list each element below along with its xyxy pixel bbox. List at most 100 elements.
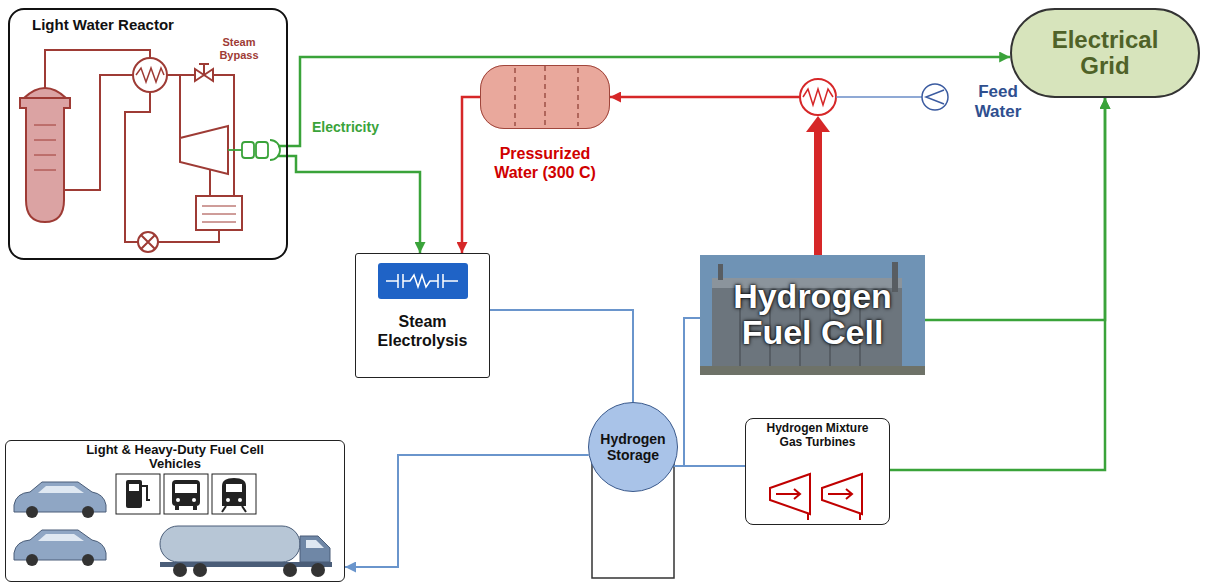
reactor-illustration bbox=[20, 50, 242, 252]
bus-icon bbox=[164, 474, 208, 514]
turbine-icons bbox=[770, 474, 862, 520]
pump-label: Feed Water bbox=[958, 82, 1038, 121]
reactor-illustration bbox=[20, 98, 70, 222]
bus-icon bbox=[175, 484, 197, 493]
turbine-icons bbox=[859, 514, 861, 520]
bus-icon bbox=[193, 506, 197, 510]
electrolysis-icon bbox=[386, 274, 458, 288]
train-icon bbox=[226, 498, 230, 502]
feed-water-pump bbox=[836, 96, 922, 98]
reactor-illustration bbox=[158, 230, 219, 242]
feed-water-pump bbox=[926, 90, 944, 104]
reactor-illustration bbox=[24, 88, 66, 98]
bus-icon bbox=[176, 498, 180, 502]
train-icon bbox=[226, 484, 242, 492]
reactor-illustration bbox=[180, 74, 195, 76]
storage-circle: Hydrogen Storage bbox=[588, 402, 678, 492]
node-title: Hydrogen Mixture Gas Turbines bbox=[759, 422, 877, 450]
fuel-pump-icon bbox=[129, 484, 139, 491]
flow-connector bbox=[288, 156, 420, 253]
reactor-illustration bbox=[199, 64, 209, 75]
reactor-illustration bbox=[138, 232, 158, 252]
node-title: Light & Heavy-Duty Fuel Cell Vehicles bbox=[65, 443, 285, 472]
fuel-cell-photo bbox=[700, 255, 925, 375]
node-title: Hydrogen Fuel Cell bbox=[704, 279, 921, 350]
tanker-truck-icon bbox=[306, 540, 324, 548]
node-title: Steam Electrolysis bbox=[360, 312, 485, 350]
train-icon bbox=[212, 474, 256, 514]
flow-label: Electricity bbox=[312, 119, 412, 135]
bus-icon bbox=[164, 474, 208, 514]
car-icon bbox=[82, 554, 94, 566]
node-title: Pressurized Water (300 C) bbox=[483, 144, 608, 182]
heat-exchanger bbox=[803, 89, 833, 105]
reactor-illustration bbox=[136, 68, 164, 82]
fuel-pump-icon bbox=[116, 474, 160, 514]
tanker-truck-icon bbox=[300, 536, 330, 562]
process-box: Steam Electrolysis bbox=[355, 253, 490, 378]
reactor-illustration bbox=[141, 235, 155, 249]
reactor-illustration bbox=[180, 126, 228, 174]
car-icon bbox=[38, 486, 84, 493]
reactor-illustration bbox=[64, 75, 133, 190]
water-tank bbox=[480, 65, 610, 129]
train-icon bbox=[238, 498, 242, 502]
reactor-illustration bbox=[213, 75, 234, 196]
flow-connector bbox=[490, 310, 633, 402]
train-icon bbox=[222, 506, 246, 512]
bus-icon bbox=[175, 506, 179, 510]
reactor-illustration bbox=[125, 92, 150, 242]
car-icon bbox=[14, 530, 106, 560]
water-tank bbox=[480, 65, 610, 129]
feed-water-pump bbox=[922, 84, 948, 110]
tanker-truck-icon bbox=[193, 563, 207, 577]
flow-connector bbox=[890, 98, 1105, 470]
turbine-icons bbox=[776, 489, 800, 499]
flow-connector bbox=[462, 97, 480, 253]
bus-icon bbox=[192, 498, 196, 502]
water-tank: Pressurized Water (300 C) bbox=[480, 65, 610, 129]
car-icon bbox=[82, 506, 94, 518]
generator-symbol bbox=[228, 140, 288, 160]
node-title: Hydrogen Storage bbox=[593, 431, 673, 463]
feed-water-pump bbox=[836, 84, 948, 110]
tanker-truck-icon bbox=[160, 526, 300, 562]
fuel-cell-photo bbox=[892, 262, 898, 292]
generator-symbol bbox=[256, 142, 268, 158]
fuel-cell-photo bbox=[700, 255, 925, 375]
reactor-illustration bbox=[34, 125, 56, 170]
bus-icon bbox=[172, 480, 200, 506]
reactor-illustration bbox=[209, 170, 211, 196]
fuel-cell-photo-box: Hydrogen Fuel Cell bbox=[700, 255, 925, 375]
heat-exchanger bbox=[800, 79, 836, 115]
electrolysis-icon bbox=[378, 263, 468, 299]
vehicle-icons bbox=[14, 474, 332, 577]
tanker-truck-icon bbox=[173, 563, 187, 577]
reactor-illustration bbox=[133, 58, 167, 92]
heat-exchanger bbox=[610, 79, 836, 255]
generator-symbol bbox=[242, 142, 254, 158]
fuel-pump-icon bbox=[126, 480, 142, 508]
heat-exchanger bbox=[610, 96, 800, 99]
reactor-illustration bbox=[202, 206, 236, 222]
generator-symbol bbox=[228, 149, 242, 151]
fuel-pump-icon bbox=[116, 474, 160, 514]
tanker-truck-icon bbox=[283, 563, 297, 577]
tanker-truck-icon bbox=[160, 526, 332, 577]
tanker-truck-icon bbox=[311, 563, 325, 577]
heat-exchanger bbox=[806, 116, 830, 255]
fuel-cell-photo bbox=[718, 264, 723, 280]
turbine-icons bbox=[822, 474, 862, 514]
car-icon bbox=[26, 554, 38, 566]
water-tank bbox=[515, 66, 578, 128]
flow-connector bbox=[674, 465, 745, 467]
turbine-icons bbox=[828, 489, 852, 499]
valve-label: Steam Bypass bbox=[214, 36, 264, 61]
car-icon bbox=[14, 482, 106, 518]
car-icon bbox=[38, 534, 84, 541]
turbine-icons bbox=[770, 474, 810, 514]
fuel-cell-photo bbox=[700, 366, 925, 375]
turbines-box: Hydrogen Mixture Gas Turbines bbox=[745, 418, 890, 525]
